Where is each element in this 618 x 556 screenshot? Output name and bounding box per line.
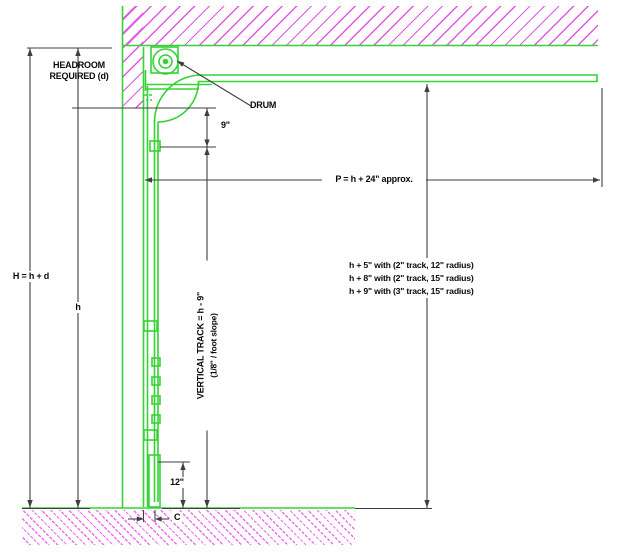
- headroom-label-line2: REQUIRED (d): [49, 71, 109, 81]
- drum-label: DRUM: [250, 100, 277, 110]
- wall-header-hatch: [122, 6, 143, 108]
- drum-leader-line: [181, 63, 252, 107]
- vertical-track-label: VERTICAL TRACK = h - 9" (1/8" / foot slo…: [194, 260, 221, 430]
- dim-p-length: [145, 88, 603, 187]
- drum-graphic: [150, 46, 179, 75]
- vertical-track: [153, 120, 159, 502]
- vertical-track-label-line2: (1/8" / foot slope): [208, 312, 218, 378]
- horizontal-track: [153, 74, 598, 123]
- p-dimension-label: P = h + 24" approx.: [322, 173, 426, 185]
- headroom-label: HEADROOM REQUIRED (d): [36, 60, 122, 82]
- opening-height-label: h: [70, 302, 86, 313]
- headroom-label-line1: HEADROOM: [53, 60, 105, 70]
- dim-side-clearance: [128, 510, 169, 522]
- track-height-option-3: h + 9" with (3" track, 15" radius): [349, 285, 474, 296]
- dimensions: [22, 47, 603, 522]
- door-panel: [143, 86, 161, 508]
- track-height-options: h + 5" with (2" track, 12" radius) h + 8…: [347, 258, 515, 299]
- ceiling-hatch: [123, 6, 598, 45]
- dimension-arrowheads: [27, 48, 600, 522]
- side-clearance-label: C: [172, 512, 183, 523]
- vertical-track-label-line1: VERTICAL TRACK = h - 9": [195, 291, 205, 399]
- floor-hatch: [22, 510, 355, 545]
- overall-height-label: H = h + d: [4, 271, 58, 282]
- door-rollers: [149, 140, 161, 424]
- track-height-option-2: h + 8" with (2" track, 15" radius): [349, 272, 474, 283]
- dim-12in-label: 12": [164, 477, 190, 488]
- header-supports: [144, 70, 212, 101]
- dim-9in-label: 9": [221, 120, 230, 130]
- track-height-option-1: h + 5" with (2" track, 12" radius): [349, 260, 474, 270]
